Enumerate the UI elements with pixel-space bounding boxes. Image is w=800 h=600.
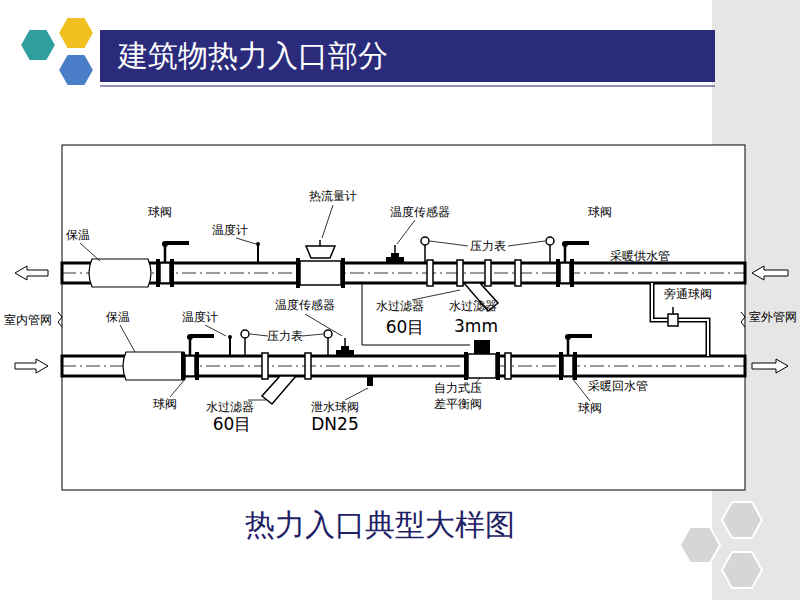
part-label: 水过滤器: [376, 300, 424, 314]
part-label: 温度传感器: [390, 206, 450, 220]
figure-caption: 热力入口典型大样图: [245, 505, 515, 546]
part-label: 水过滤器: [206, 401, 254, 415]
part-label: 热流量计: [309, 190, 357, 204]
part-label: 室外管网: [749, 311, 797, 325]
part-label: 温度传感器: [275, 299, 335, 313]
part-label: 球阀: [578, 402, 602, 416]
part-label: 保温: [106, 311, 130, 325]
part-label: 水过滤器: [449, 300, 497, 314]
part-label: 保温: [66, 229, 90, 243]
slide-title: 建筑物热力入口部分: [118, 36, 388, 76]
part-label: DN25: [311, 415, 358, 435]
part-label: 压力表: [267, 330, 303, 344]
part-label: 球阀: [153, 398, 177, 412]
part-label: 旁通球阀: [664, 288, 712, 302]
part-label: 60目: [386, 318, 425, 338]
part-label: 球阀: [588, 206, 612, 220]
part-label: 室内管网: [4, 314, 52, 328]
part-label: 采暖供水管: [610, 250, 670, 264]
part-label: 3mm: [454, 317, 498, 337]
part-label: 60目: [213, 415, 252, 435]
part-label: 压力表: [470, 240, 506, 254]
part-label: 泄水球阀: [311, 401, 359, 415]
part-label: 采暖回水管: [588, 380, 648, 394]
part-label: 球阀: [148, 206, 172, 220]
part-label: 温度计: [182, 311, 218, 325]
part-label: 温度计: [212, 224, 248, 238]
part-label: 自力式压差平衡阀: [433, 380, 483, 412]
